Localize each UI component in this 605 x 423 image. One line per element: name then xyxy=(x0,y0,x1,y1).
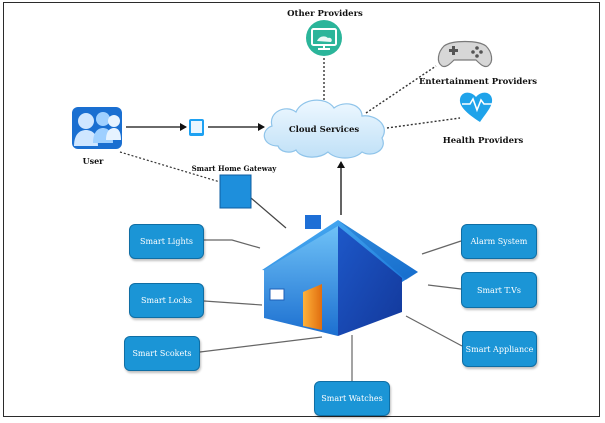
link-health xyxy=(386,117,461,129)
heart-pulse-icon xyxy=(459,92,498,122)
smart-lights-box[interactable]: Smart Lights xyxy=(129,224,204,259)
link-smart-sockets xyxy=(199,336,323,353)
gateway-label: Smart Home Gateway xyxy=(192,164,278,173)
smart-watches-box[interactable]: Smart Watches xyxy=(314,381,390,416)
smart-locks-label: Smart Locks xyxy=(141,296,192,305)
monitor-icon xyxy=(306,20,342,56)
link-user-gateway xyxy=(119,151,221,183)
cloud-icon xyxy=(263,99,385,159)
alarm-system-box[interactable]: Alarm System xyxy=(461,224,537,259)
smart-watches-label: Smart Watches xyxy=(321,394,383,403)
user-label: User xyxy=(83,156,105,166)
link-alarm-system xyxy=(421,240,462,255)
smart-appliance-label: Smart Appliance xyxy=(465,344,534,354)
other-providers-label: Other Providers xyxy=(287,9,363,19)
tablet-icon xyxy=(189,119,204,136)
smart-tvs-box[interactable]: Smart T.Vs xyxy=(461,272,537,308)
alarm-system-label: Alarm System xyxy=(470,237,528,246)
link-gateway-house xyxy=(250,197,287,229)
link-smart-tvs xyxy=(427,284,462,290)
link-smart-lights xyxy=(204,239,261,249)
smart-appliance-box[interactable]: Smart Appliance xyxy=(462,331,537,367)
link-smart-appliance xyxy=(405,315,463,347)
gamepad-icon xyxy=(437,40,493,68)
gateway-device-icon xyxy=(219,174,252,209)
smart-locks-box[interactable]: Smart Locks xyxy=(129,283,204,318)
smart-lights-label: Smart Lights xyxy=(140,237,193,246)
link-entertainment xyxy=(365,65,437,114)
house-icon xyxy=(262,215,418,336)
smart-sockets-label: Smart Scokets xyxy=(132,349,192,358)
entertainment-providers-label: Entertainment Providers xyxy=(419,77,537,87)
link-smart-locks xyxy=(203,300,263,306)
smart-tvs-label: Smart T.Vs xyxy=(476,285,521,295)
smart-sockets-box[interactable]: Smart Scokets xyxy=(124,336,200,371)
health-providers-label: Health Providers xyxy=(443,136,524,146)
cloud-services-label: Cloud Services xyxy=(289,125,360,135)
users-icon xyxy=(72,107,122,149)
